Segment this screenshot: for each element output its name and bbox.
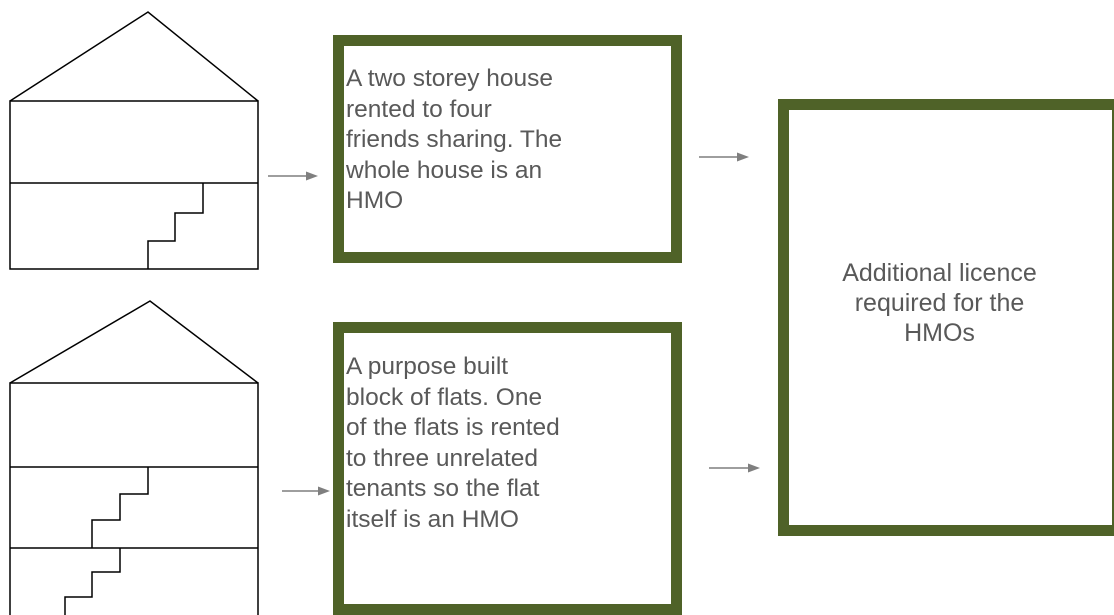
house-roof (9, 11, 259, 102)
arrow-flats-to-box (282, 486, 330, 496)
house-staircase (147, 183, 204, 269)
block-of-flats-text: A purpose built block of flats. One of t… (346, 353, 560, 533)
flats-staircase-upper (91, 467, 149, 548)
additional-licence-text: Additional licence required for the HMOs (842, 258, 1037, 347)
block-of-flats-box: A purpose built block of flats. One of t… (333, 322, 682, 615)
house-walls (9, 100, 259, 270)
arrow-house-to-box (268, 171, 318, 181)
flats-walls (9, 382, 259, 615)
arrow-flats-box-to-licence (709, 463, 760, 473)
additional-licence-box: Additional licence required for the HMOs (778, 99, 1114, 536)
two-storey-house-box: A two storey house rented to four friend… (333, 35, 682, 263)
flats-staircase-lower (64, 548, 121, 615)
two-storey-house-drawing (9, 11, 259, 270)
two-storey-house-text: A two storey house rented to four friend… (346, 65, 563, 214)
block-of-flats-drawing (9, 300, 259, 615)
flats-roof (9, 300, 259, 384)
arrow-house-box-to-licence (699, 152, 749, 162)
